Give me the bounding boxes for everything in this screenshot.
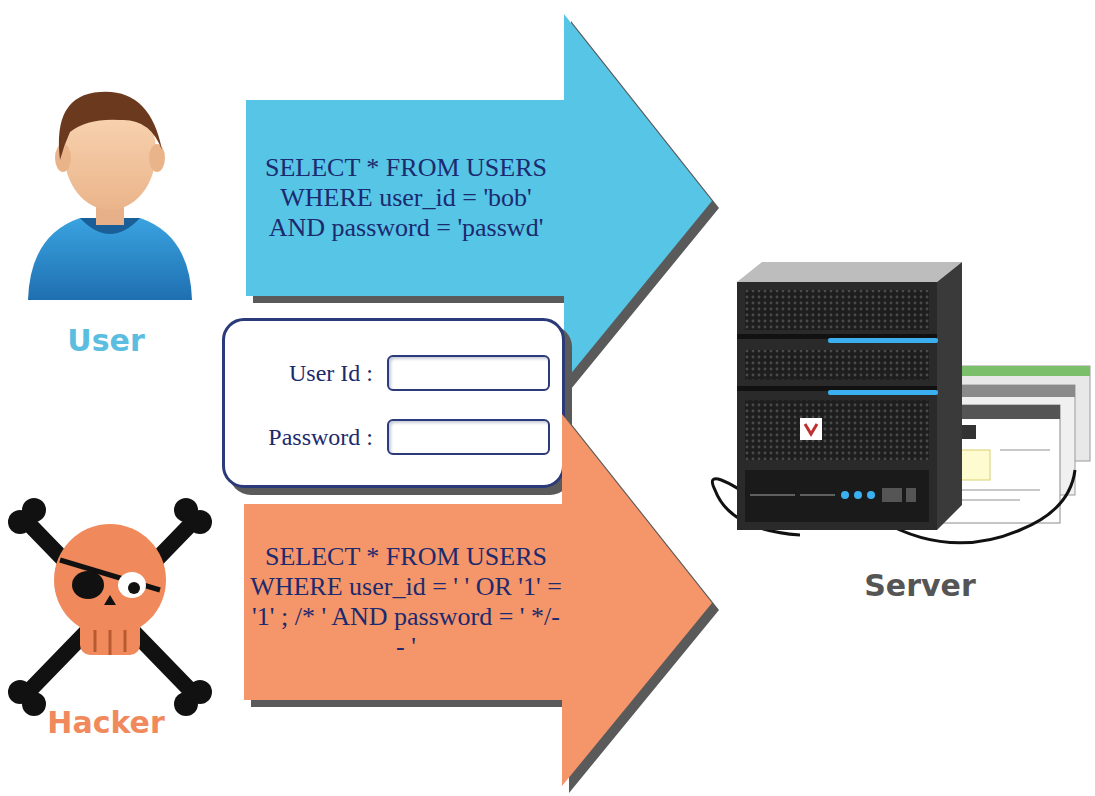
sql-query: SELECT * FROM USERS WHERE user_id = ' ' … [248, 542, 564, 662]
hacker-icon [8, 498, 212, 716]
field-label: User Id : [289, 360, 373, 387]
server-illustration [712, 262, 1090, 543]
user-label: User [67, 323, 144, 358]
field-label: Password : [268, 424, 373, 451]
input-field [387, 355, 550, 391]
hacker-label: Hacker [47, 705, 164, 740]
login-form: User Id : Password : [222, 318, 565, 488]
user-icon [28, 92, 192, 300]
arrow-fill [244, 414, 712, 786]
sql-query: SELECT * FROM USERS WHERE user_id = 'bob… [252, 153, 560, 243]
input-field [387, 419, 550, 455]
server-label: Server [864, 568, 975, 603]
arrow-shape: SELECT * FROM USERS WHERE user_id = ' ' … [244, 414, 718, 792]
